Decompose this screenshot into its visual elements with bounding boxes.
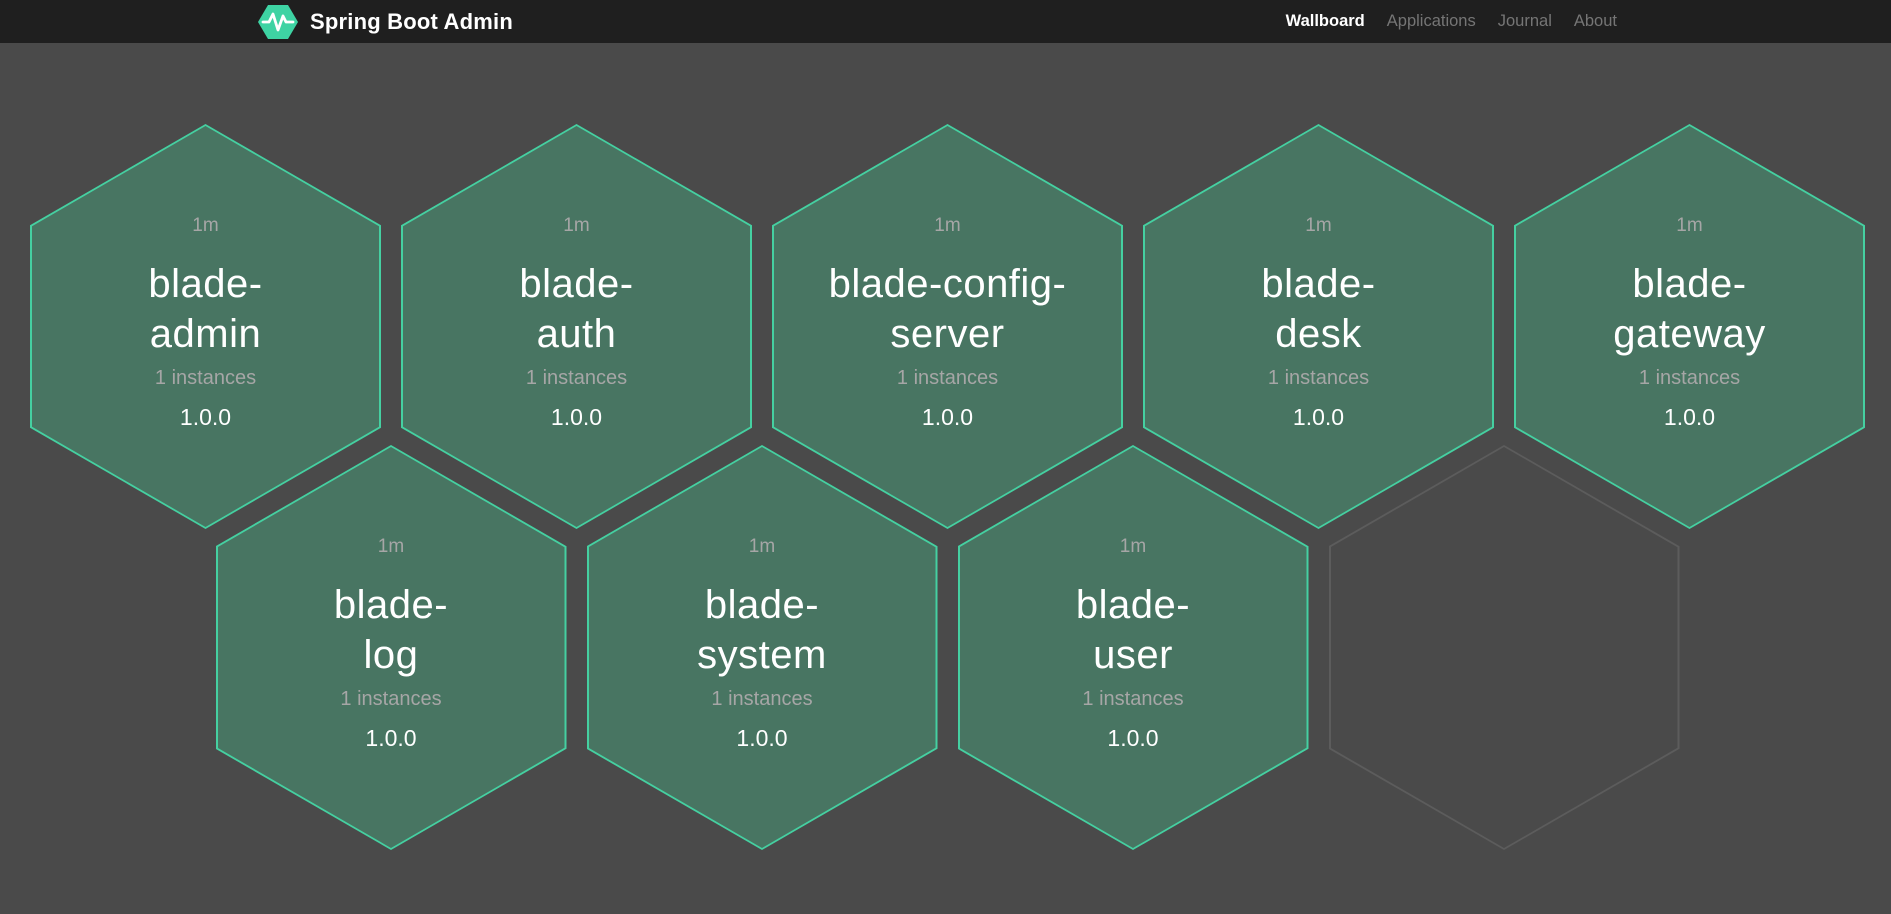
service-instances: 1 instances [711,688,813,710]
service-tile-content: 1m blade-user 1 instances 1.0.0 [958,445,1309,850]
navbar: Spring Boot Admin Wallboard Applications J… [0,0,1891,43]
service-name: blade-admin [148,262,263,356]
hexagon-blade-log[interactable]: 1m blade-log 1 instances 1.0.0 [215,445,567,850]
hexagon-blade-user[interactable]: 1m blade-user 1 instances 1.0.0 [957,445,1309,850]
service-version: 1.0.0 [550,404,603,430]
service-name: blade-desk [1261,262,1376,356]
nav-item-wallboard[interactable]: Wallboard [1285,12,1365,30]
service-uptime: 1m [1305,215,1332,236]
service-tile-content: 1m blade-auth 1 instances 1.0.0 [401,124,752,529]
main-nav: Wallboard Applications Journal About [1275,0,1628,43]
service-name: blade-auth [519,262,634,356]
service-name: blade-system [697,583,827,677]
service-tile-content: 1m blade-log 1 instances 1.0.0 [216,445,567,850]
service-uptime: 1m [1676,215,1703,236]
brand-title: Spring Boot Admin [310,8,514,34]
service-uptime: 1m [1119,536,1147,557]
service-version: 1.0.0 [1663,404,1716,430]
service-tile-content: 1m blade-config-server 1 instances 1.0.0 [772,124,1123,529]
service-instances: 1 instances [1082,688,1184,710]
service-name: blade-config-server [828,262,1067,356]
service-instances: 1 instances [1638,367,1741,389]
hexagon-blade-auth[interactable]: 1m blade-auth 1 instances 1.0.0 [401,124,752,529]
service-uptime: 1m [192,215,219,236]
hexagon-blade-desk[interactable]: 1m blade-desk 1 instances 1.0.0 [1143,124,1494,529]
hexagon-blade-admin[interactable]: 1m blade-admin 1 instances 1.0.0 [30,124,381,529]
service-version: 1.0.0 [1292,404,1345,430]
hexagon-blade-config-server[interactable]: 1m blade-config-server 1 instances 1.0.0 [772,124,1123,529]
service-name: blade-user [1075,583,1191,677]
service-tile-content: 1m blade-admin 1 instances 1.0.0 [30,124,381,529]
service-instances: 1 instances [1267,367,1370,389]
service-tile-content: 1m blade-gateway 1 instances 1.0.0 [1514,124,1865,529]
service-instances: 1 instances [525,367,628,389]
hexagon-fill [1516,126,1863,527]
service-uptime: 1m [748,536,776,557]
service-version: 1.0.0 [736,725,788,751]
service-instances: 1 instances [896,367,999,389]
nav-item-about[interactable]: About [1573,12,1617,30]
service-uptime: 1m [377,536,405,557]
service-uptime: 1m [563,215,590,236]
brand[interactable]: Spring Boot Admin [258,4,514,39]
service-version: 1.0.0 [365,725,417,751]
hexagon-blade-gateway[interactable]: 1m blade-gateway 1 instances 1.0.0 [1514,124,1865,529]
service-name: blade-log [333,583,449,677]
hexagon-blade-system[interactable]: 1m blade-system 1 instances 1.0.0 [586,445,938,850]
service-name: blade-gateway [1613,262,1766,356]
service-version: 1.0.0 [1107,725,1159,751]
service-instances: 1 instances [154,367,257,389]
nav-item-journal[interactable]: Journal [1497,12,1552,30]
hexagon-fill [1145,126,1492,527]
service-tile-content: 1m blade-desk 1 instances 1.0.0 [1143,124,1494,529]
service-tile-content: 1m blade-system 1 instances 1.0.0 [587,445,938,850]
hexagon-fill [1330,447,1678,848]
service-uptime: 1m [934,215,961,236]
service-version: 1.0.0 [921,404,974,430]
hexagon-placeholder [1328,445,1680,850]
nav-item-applications[interactable]: Applications [1386,12,1476,30]
wallboard: 1m blade-admin 1 instances 1.0.0 1m blade-aut… [0,43,1891,914]
service-version: 1.0.0 [179,404,232,430]
service-instances: 1 instances [340,688,442,710]
pulse-hexagon-icon [258,4,298,39]
